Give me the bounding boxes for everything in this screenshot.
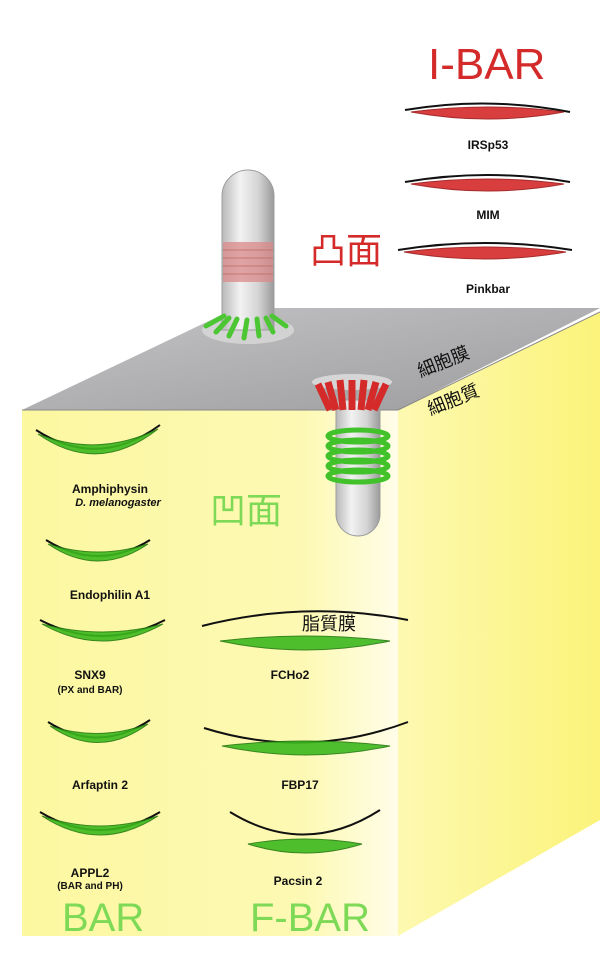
ibar-heading: I-BAR: [428, 40, 546, 89]
bar-protein-sublabel: D. melanogaster: [75, 497, 161, 509]
membrane-arc: [201, 610, 409, 627]
concave-label: 凹面: [210, 491, 283, 532]
bar-protein-label: Arfaptin 2: [71, 778, 128, 792]
bar-protein-label: SNX9: [74, 668, 106, 682]
cytoplasm-front-face: [22, 410, 398, 936]
ibar-protein-structure: [410, 178, 565, 192]
outward-membrane-tube: [202, 169, 294, 344]
ibar-protein-structure: [410, 106, 565, 120]
membrane-arc: [404, 102, 571, 113]
membrane-arc: [404, 174, 571, 183]
fbar-protein-label: Pacsin 2: [273, 874, 323, 888]
plasma-membrane-top-face: [22, 308, 600, 410]
bar-protein-sublabel: (BAR and PH): [57, 881, 123, 892]
bar-protein-structure: [41, 815, 159, 836]
bar-protein-structure: [41, 623, 164, 642]
edge-line: [397, 311, 600, 411]
membrane-arc: [229, 809, 381, 836]
fbar-protein-label: FBP17: [281, 778, 319, 792]
ibar-protein-label: MIM: [476, 208, 500, 222]
cytoplasm-side-face: [398, 312, 600, 936]
convex-label: 凸面: [310, 231, 383, 272]
bar-protein-sublabel: (PX and BAR): [57, 685, 123, 696]
fbar-protein-label: FCHo2: [270, 668, 310, 682]
ibar-protein-label: IRSp53: [467, 138, 509, 152]
fbar-protein-structure: [247, 838, 363, 854]
membrane-arc: [397, 242, 573, 251]
inward-membrane-tube: [312, 374, 392, 537]
bar-protein-label: APPL2: [70, 866, 110, 880]
bar-protein-structure: [47, 543, 149, 562]
fbar-protein-structure: [221, 740, 391, 756]
ibar-protein-structure: [403, 246, 567, 260]
bar-protein-structure: [37, 428, 159, 455]
bar-protein-structure: [49, 723, 149, 743]
ibar-protein-label: Pinkbar: [465, 282, 510, 296]
bar-heading: BAR: [62, 896, 145, 940]
fbar-heading: F-BAR: [250, 896, 370, 940]
bar-protein-label: Endophilin A1: [69, 588, 151, 602]
lipid-membrane-label: 脂質膜: [302, 614, 356, 635]
bar-protein-label: Amphiphysin: [71, 482, 148, 496]
fbar-protein-structure: [219, 635, 391, 651]
